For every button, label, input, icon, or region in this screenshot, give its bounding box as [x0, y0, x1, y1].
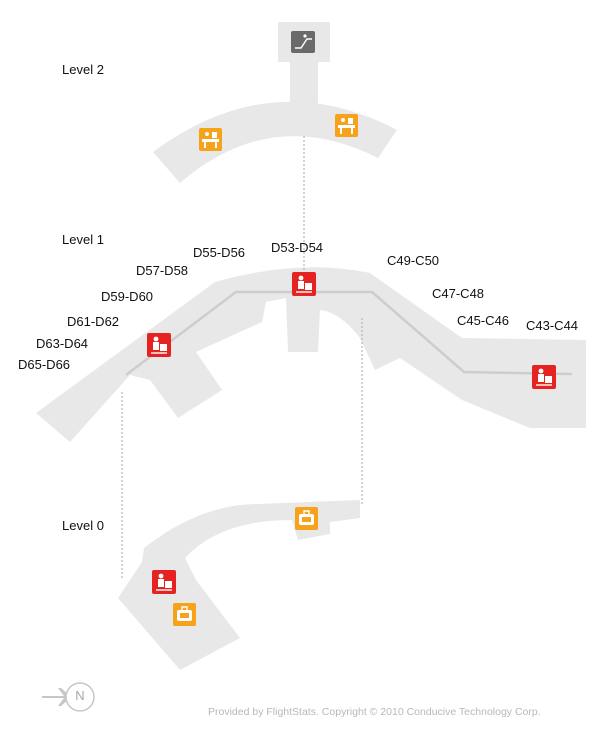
gate-label-c45-c46: C45-C46	[457, 313, 510, 328]
level-1-concourse	[36, 267, 586, 442]
level-2-label: Level 2	[62, 62, 104, 77]
gate-label-d63-d64: D63-D64	[36, 336, 89, 351]
compass-ring	[65, 682, 95, 712]
level-1-corridor	[125, 290, 573, 376]
gate-label-d59-d60: D59-D60	[101, 289, 154, 304]
security-checkpoint-icon[interactable]	[292, 272, 316, 296]
security-checkpoint-icon[interactable]	[532, 365, 556, 389]
compass-north-label: N	[75, 688, 85, 703]
level-1-floor-plan	[36, 267, 586, 442]
gate-label-d53-d54: D53-D54	[271, 240, 324, 255]
gate-label-d55-d56: D55-D56	[193, 245, 246, 260]
security-checkpoint-icon[interactable]	[147, 333, 171, 357]
compass	[42, 682, 95, 712]
level-0-floor-plan	[118, 500, 360, 670]
level-connectors	[121, 136, 363, 578]
escalator-icon[interactable]	[291, 31, 315, 53]
gate-label-d57-d58: D57-D58	[136, 263, 189, 278]
gate-label-c43-c44: C43-C44	[526, 318, 579, 333]
level-2-hall	[153, 101, 397, 183]
security-checkpoint-icon[interactable]	[152, 570, 176, 594]
level-2-floor-plan	[153, 22, 397, 183]
airplane-icon	[42, 688, 79, 706]
baggage-claim-icon[interactable]	[295, 507, 318, 530]
gate-label-c47-c48: C47-C48	[432, 286, 485, 301]
level-0-label: Level 0	[62, 518, 104, 533]
gate-label-d61-d62: D61-D62	[67, 314, 120, 329]
gate-label-c49-c50: C49-C50	[387, 253, 440, 268]
level-0-hall	[118, 500, 360, 670]
level-1-label: Level 1	[62, 232, 104, 247]
baggage-claim-icon[interactable]	[173, 603, 196, 626]
copyright-credit: Provided by FlightStats. Copyright © 201…	[208, 706, 541, 718]
check-in-counter-icon[interactable]	[335, 114, 358, 137]
check-in-counter-icon[interactable]	[199, 128, 222, 151]
gate-label-d65-d66: D65-D66	[18, 357, 71, 372]
